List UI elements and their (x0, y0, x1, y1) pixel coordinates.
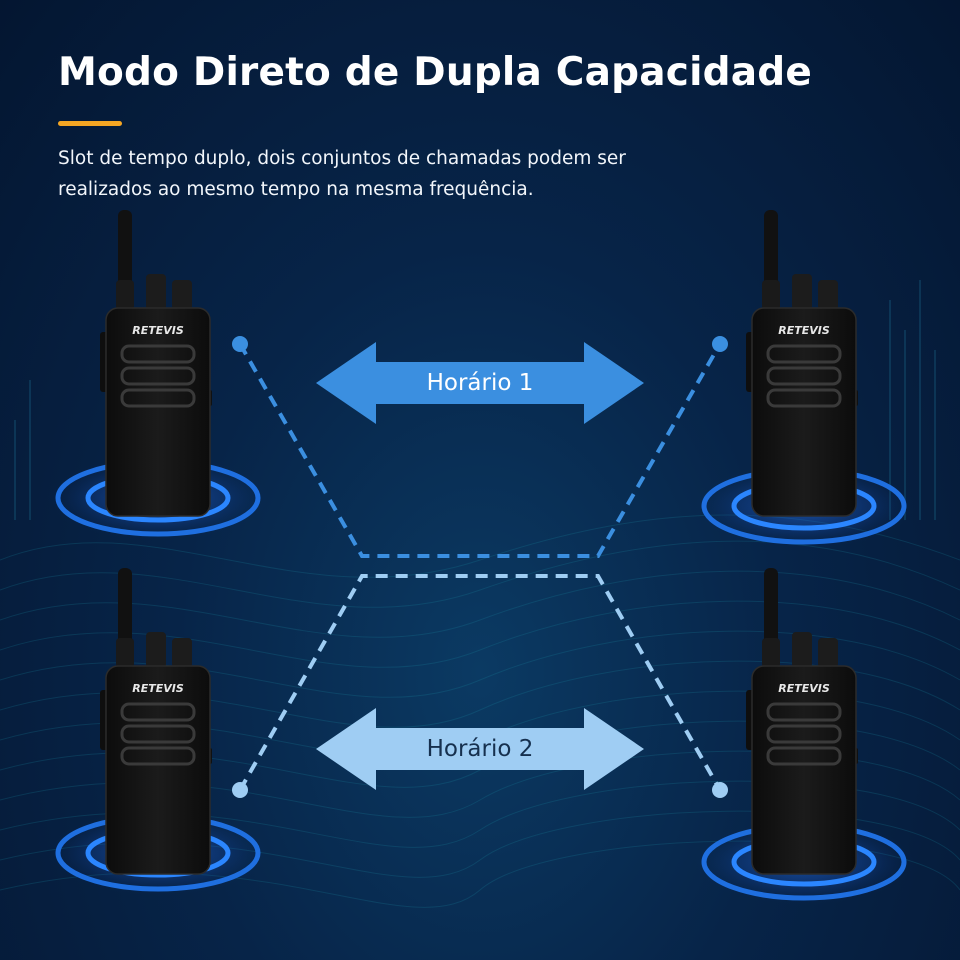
page-subtitle: Slot de tempo duplo, dois conjuntos de c… (58, 143, 698, 205)
slot2-label: Horário 2 (426, 736, 534, 762)
subtitle-line-1: Slot de tempo duplo, dois conjuntos de c… (58, 148, 626, 169)
radio-top-right: RETEVIS (744, 208, 860, 518)
slot1-link-lines (238, 343, 722, 558)
radio-bottom-right: RETEVIS (744, 566, 860, 876)
radio-bottom-left: RETEVIS (98, 566, 214, 876)
subtitle-line-2: realizados ao mesmo tempo na mesma frequ… (58, 179, 534, 200)
radio-brand-label: RETEVIS (778, 682, 830, 695)
page-title: Modo Direto de Dupla Capacidade (58, 50, 813, 95)
link-endpoints (232, 336, 728, 798)
slot1-label: Horário 1 (426, 370, 534, 396)
radio-brand-label: RETEVIS (132, 682, 184, 695)
radio-brand-label: RETEVIS (132, 324, 184, 337)
slot2-link-lines (238, 574, 722, 791)
title-underline (58, 121, 122, 126)
slot2-arrow-icon (316, 708, 644, 790)
radio-brand-label: RETEVIS (778, 324, 830, 337)
radio-top-left: RETEVIS (98, 208, 214, 518)
slot1-arrow-icon (316, 342, 644, 424)
